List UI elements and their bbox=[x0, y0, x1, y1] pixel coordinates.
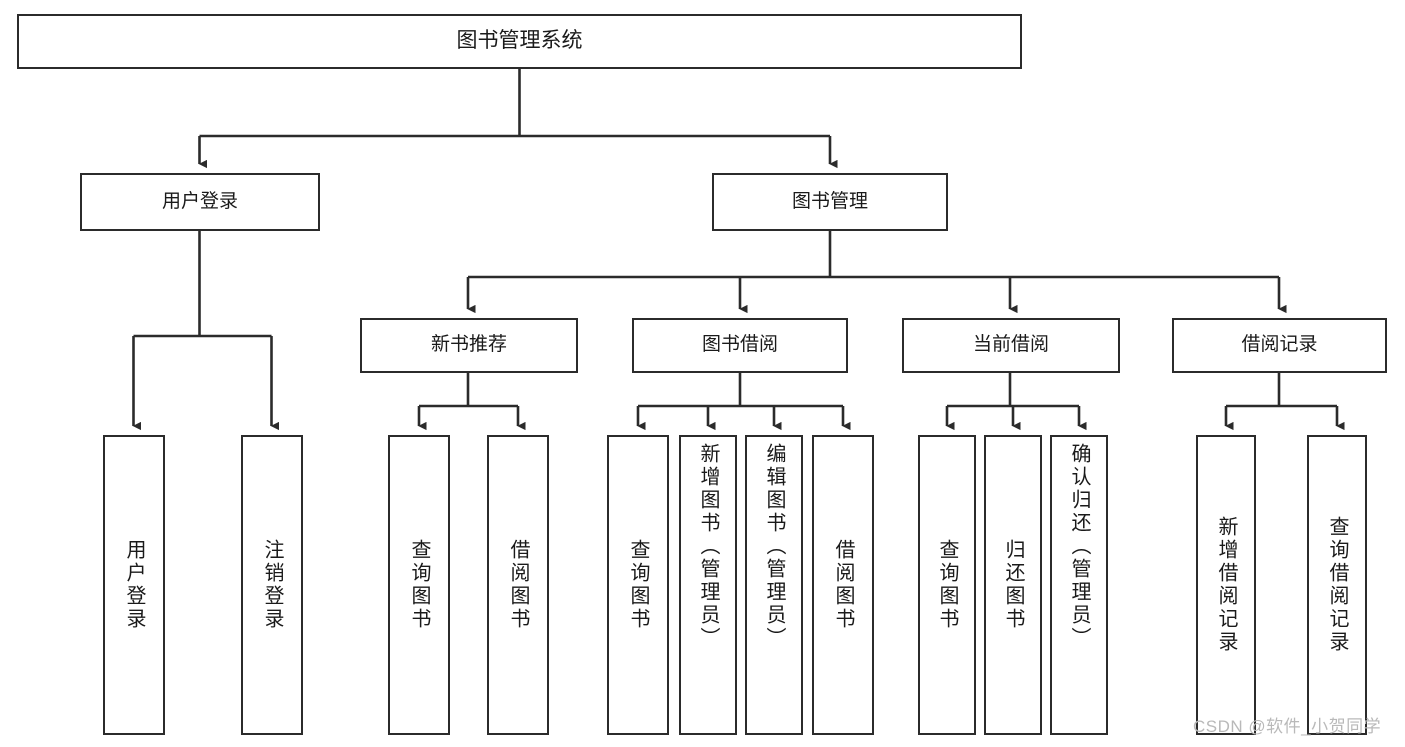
node-user-login-label: 用户登录 bbox=[161, 190, 238, 212]
node-leaf-query-book-cur-label: 查询图书 bbox=[936, 539, 958, 631]
node-leaf-user-login[interactable]: 用户登录 bbox=[103, 435, 165, 735]
node-leaf-user-logout-label: 注销登录 bbox=[261, 539, 283, 631]
node-leaf-query-borrow-record[interactable]: 查询借阅记录 bbox=[1307, 435, 1367, 735]
node-new-book-recommend-label: 新书推荐 bbox=[430, 334, 507, 356]
node-leaf-query-book-cur[interactable]: 查询图书 bbox=[918, 435, 976, 735]
node-new-book-recommend[interactable]: 新书推荐 bbox=[360, 318, 578, 373]
node-current-borrow[interactable]: 当前借阅 bbox=[902, 318, 1120, 373]
node-book-manage-label: 图书管理 bbox=[791, 190, 868, 212]
node-leaf-user-login-label: 用户登录 bbox=[123, 539, 145, 631]
node-borrow-record-label: 借阅记录 bbox=[1241, 334, 1318, 356]
node-leaf-borrow-book-rec[interactable]: 借阅图书 bbox=[487, 435, 549, 735]
node-leaf-borrow-book-rec-label: 借阅图书 bbox=[507, 539, 529, 631]
node-leaf-add-book-admin[interactable]: 新增图书（管理员） bbox=[679, 435, 737, 735]
node-user-login[interactable]: 用户登录 bbox=[80, 173, 320, 231]
node-leaf-borrow-book-bor-label: 借阅图书 bbox=[832, 539, 854, 631]
node-leaf-query-book-rec[interactable]: 查询图书 bbox=[388, 435, 450, 735]
node-leaf-query-book-bor-label: 查询图书 bbox=[627, 539, 649, 631]
node-book-manage[interactable]: 图书管理 bbox=[712, 173, 948, 231]
node-leaf-edit-book-admin-label: 编辑图书（管理员） bbox=[763, 443, 785, 650]
node-leaf-query-book-bor[interactable]: 查询图书 bbox=[607, 435, 669, 735]
node-root[interactable]: 图书管理系统 bbox=[17, 14, 1022, 69]
node-leaf-user-logout[interactable]: 注销登录 bbox=[241, 435, 303, 735]
node-leaf-confirm-return-admin[interactable]: 确认归还（管理员） bbox=[1050, 435, 1108, 735]
node-current-borrow-label: 当前借阅 bbox=[972, 334, 1049, 356]
node-leaf-query-borrow-record-label: 查询借阅记录 bbox=[1326, 516, 1348, 654]
node-book-borrow-label: 图书借阅 bbox=[701, 334, 778, 356]
node-leaf-borrow-book-bor[interactable]: 借阅图书 bbox=[812, 435, 874, 735]
node-leaf-query-book-rec-label: 查询图书 bbox=[408, 539, 430, 631]
node-book-borrow[interactable]: 图书借阅 bbox=[632, 318, 848, 373]
node-leaf-add-borrow-record[interactable]: 新增借阅记录 bbox=[1196, 435, 1256, 735]
node-root-label: 图书管理系统 bbox=[456, 29, 583, 53]
node-borrow-record[interactable]: 借阅记录 bbox=[1172, 318, 1387, 373]
node-leaf-add-borrow-record-label: 新增借阅记录 bbox=[1215, 516, 1237, 654]
csdn-watermark: CSDN @软件_小贺同学 bbox=[1193, 717, 1382, 736]
node-leaf-add-book-admin-label: 新增图书（管理员） bbox=[697, 443, 719, 650]
node-leaf-return-book[interactable]: 归还图书 bbox=[984, 435, 1042, 735]
node-leaf-edit-book-admin[interactable]: 编辑图书（管理员） bbox=[745, 435, 803, 735]
node-leaf-confirm-return-admin-label: 确认归还（管理员） bbox=[1068, 443, 1090, 650]
node-leaf-return-book-label: 归还图书 bbox=[1002, 539, 1024, 631]
